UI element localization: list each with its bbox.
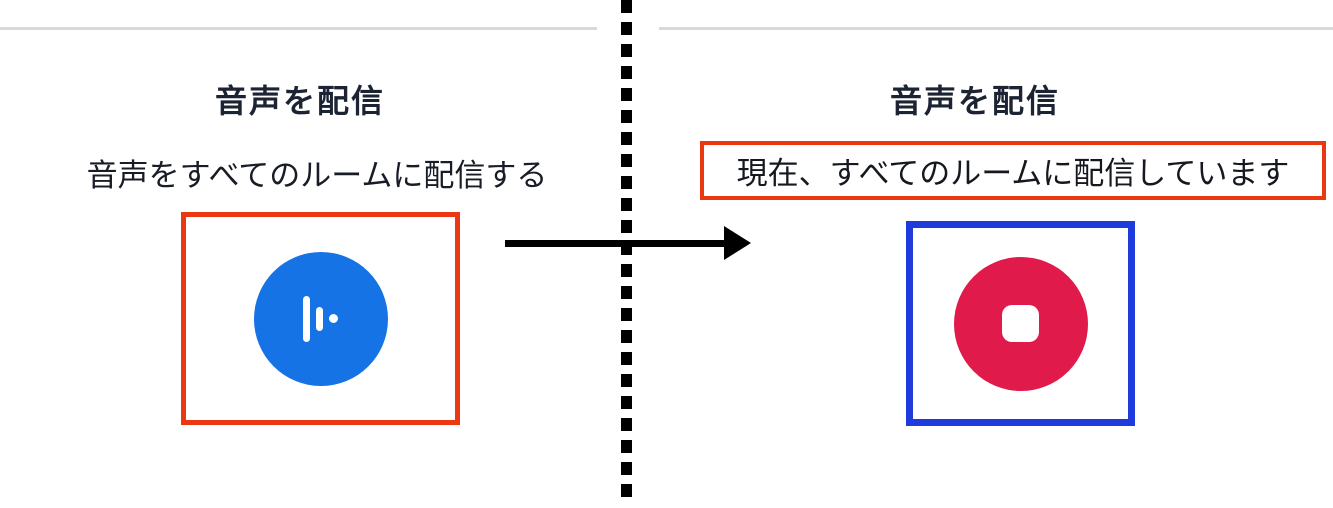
voice-bar-short — [316, 306, 323, 331]
broadcast-voice-button[interactable] — [253, 251, 388, 386]
arrow-shaft — [505, 240, 727, 247]
dotted-divider — [621, 0, 632, 498]
top-border-left — [0, 27, 597, 30]
panel-title: 音声を配信 — [889, 83, 1060, 119]
stop-square-icon — [1002, 305, 1039, 342]
transition-arrow — [505, 226, 751, 260]
broadcast-button-highlight-box — [181, 212, 460, 425]
top-border-right — [659, 27, 1333, 30]
voice-level-bars-icon — [303, 295, 338, 342]
broadcast-status-banner: 現在、すべてのルームに配信しています — [700, 141, 1326, 200]
panel-title: 音声を配信 — [214, 83, 385, 119]
stop-button-highlight-box — [906, 221, 1135, 426]
panel-description: 音声をすべてのルームに配信する — [86, 158, 548, 193]
voice-dot — [329, 314, 338, 323]
stop-broadcast-button[interactable] — [953, 256, 1088, 391]
broadcast-status-text: 現在、すべてのルームに配信しています — [736, 156, 1290, 191]
arrow-head — [724, 226, 751, 260]
voice-bar-tall — [303, 295, 310, 342]
